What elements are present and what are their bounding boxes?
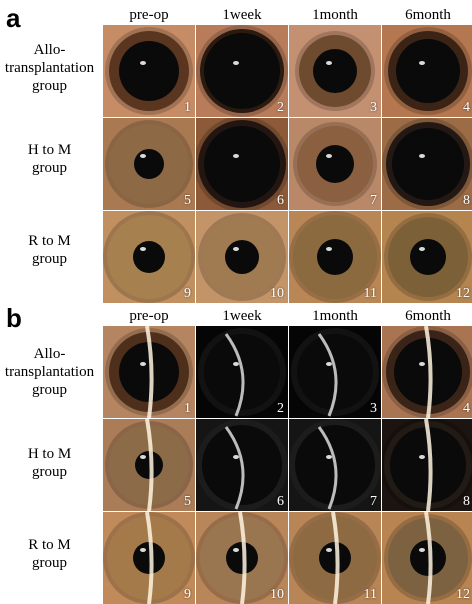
photo-number: 10 — [270, 286, 284, 301]
panel-a-letter: a — [6, 3, 21, 33]
eye-photo: 11 — [289, 512, 381, 604]
panel-a-col-preop: pre-op — [129, 7, 169, 23]
photo-number: 7 — [370, 494, 377, 509]
panel-a-row-allo-label: Allo- transplantation group — [4, 42, 95, 94]
panel-a-col-1week: 1week — [222, 7, 262, 23]
eye-photo: 12 — [382, 512, 472, 604]
photo-number: 6 — [277, 494, 284, 509]
panel-b-row-htom-label: H to M group — [27, 446, 72, 480]
photo-number: 1 — [184, 401, 191, 416]
eye-photo: 4 — [382, 25, 472, 117]
photo-number: 11 — [363, 286, 377, 301]
eye-photo: 9 — [103, 512, 195, 604]
panel-b-col-1week: 1week — [222, 308, 262, 324]
eye-photo: 1 — [103, 25, 195, 117]
photo-number: 4 — [463, 100, 470, 115]
eye-photo: 6 — [196, 419, 288, 511]
panel-a-col-6month: 6month — [405, 7, 451, 23]
panel-b-row-allo-label: Allo- transplantation group — [4, 346, 95, 398]
photo-number: 8 — [463, 193, 470, 208]
photo-number: 7 — [370, 193, 377, 208]
eye-photo: 10 — [196, 512, 288, 604]
photo-number: 3 — [370, 100, 377, 115]
photo-number: 2 — [277, 100, 284, 115]
photo-number: 9 — [184, 286, 191, 301]
panel-b-col-preop: pre-op — [129, 308, 169, 324]
photo-number: 5 — [184, 494, 191, 509]
eye-photo: 7 — [289, 118, 381, 210]
eye-photo: 12 — [382, 211, 472, 303]
photo-number: 10 — [270, 587, 284, 602]
eye-photo: 5 — [103, 419, 195, 511]
panel-b-col-6month: 6month — [405, 308, 451, 324]
eye-photo: 7 — [289, 419, 381, 511]
eye-photo: 6 — [196, 118, 288, 210]
eye-photo: 2 — [196, 25, 288, 117]
photo-number: 3 — [370, 401, 377, 416]
photo-number: 4 — [463, 401, 470, 416]
panel-a-row-rtom-label: R to M group — [28, 233, 71, 267]
photo-number: 8 — [463, 494, 470, 509]
eye-photo: 4 — [382, 326, 472, 418]
photo-number: 5 — [184, 193, 191, 208]
eye-photo: 1 — [103, 326, 195, 418]
eye-photo: 2 — [196, 326, 288, 418]
photo-number: 9 — [184, 587, 191, 602]
panel-a-col-1month: 1month — [312, 7, 358, 23]
eye-photo: 5 — [103, 118, 195, 210]
eye-photo: 8 — [382, 118, 472, 210]
panel-b-row-rtom-label: R to M group — [28, 537, 71, 571]
photo-number: 1 — [184, 100, 191, 115]
eye-photo: 10 — [196, 211, 288, 303]
photo-number: 6 — [277, 193, 284, 208]
panel-a-row-htom-label: H to M group — [27, 142, 72, 176]
photo-number: 11 — [363, 587, 377, 602]
photo-number: 12 — [456, 286, 470, 301]
eye-photo: 11 — [289, 211, 381, 303]
photo-number: 2 — [277, 401, 284, 416]
eye-photo: 9 — [103, 211, 195, 303]
eye-photo: 8 — [382, 419, 472, 511]
panel-b-col-1month: 1month — [312, 308, 358, 324]
eye-photo: 3 — [289, 326, 381, 418]
photo-number: 12 — [456, 587, 470, 602]
panel-b-letter: b — [6, 303, 22, 333]
eye-photo: 3 — [289, 25, 381, 117]
